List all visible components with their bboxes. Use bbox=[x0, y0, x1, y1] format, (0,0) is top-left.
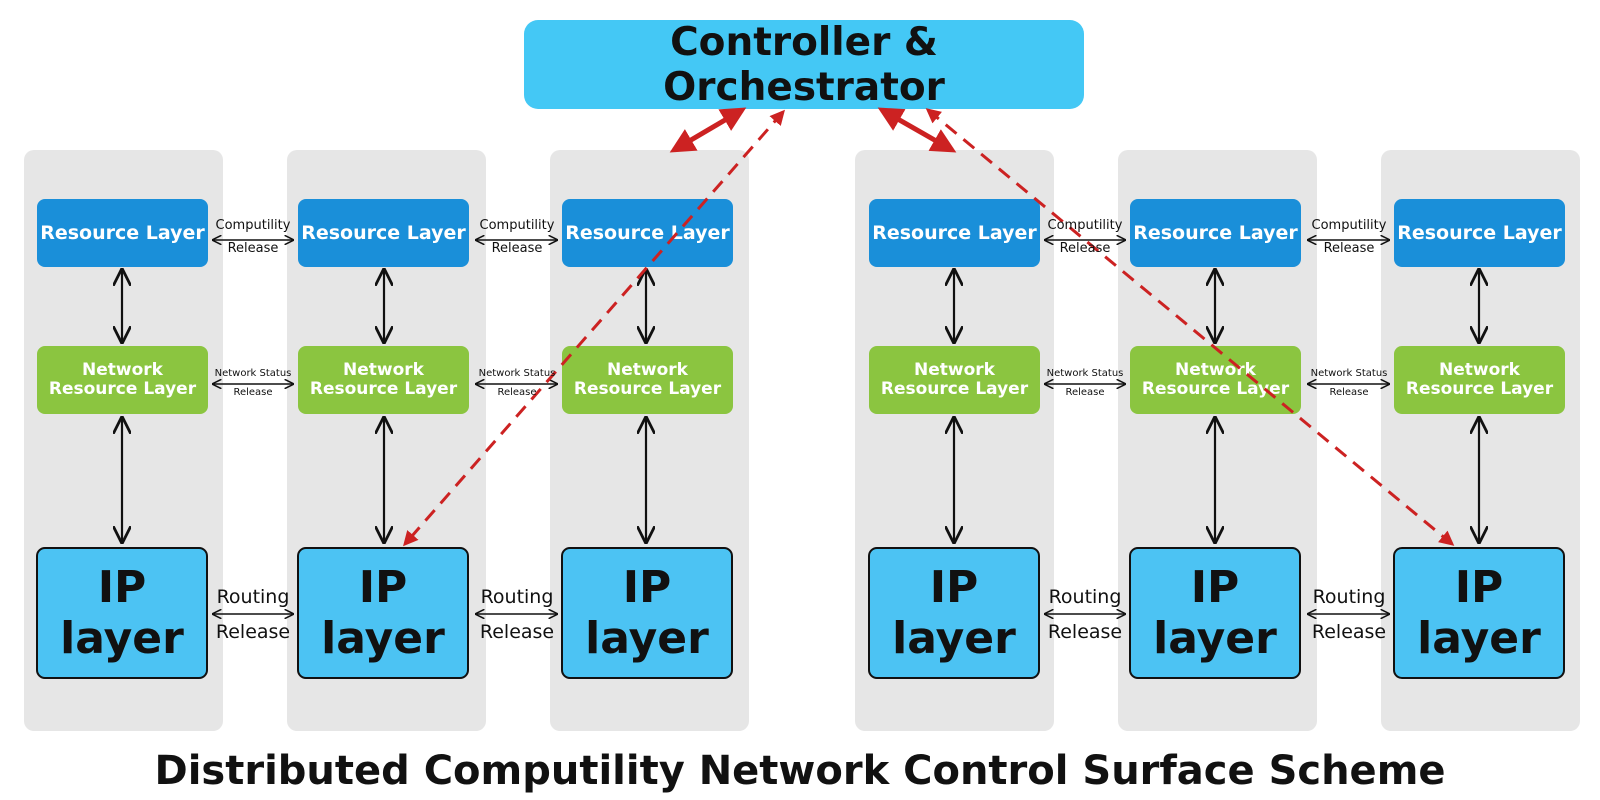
resource-layer-1[interactable]: Resource Layer bbox=[37, 199, 208, 267]
network-resource-layer-1[interactable]: Network Resource Layer bbox=[37, 346, 208, 414]
diagram-caption: Distributed Computility Network Control … bbox=[154, 748, 1446, 794]
ip-layer-5[interactable]: IP layer bbox=[1129, 547, 1301, 679]
control-arrow-right-dashed bbox=[925, 108, 1455, 546]
control-arrow-left-solid bbox=[669, 107, 747, 153]
control-arrow-right-solid bbox=[877, 107, 957, 153]
control-arrow-left-dashed bbox=[403, 109, 785, 547]
ip-layer-1[interactable]: IP layer bbox=[36, 547, 208, 679]
ip-layer-4[interactable]: IP layer bbox=[868, 547, 1040, 679]
ip-layer-6[interactable]: IP layer bbox=[1393, 547, 1565, 679]
ip-layer-3[interactable]: IP layer bbox=[561, 547, 733, 679]
ip-layer-2[interactable]: IP layer bbox=[297, 547, 469, 679]
controller-orchestrator[interactable]: Controller & Orchestrator bbox=[524, 20, 1084, 110]
